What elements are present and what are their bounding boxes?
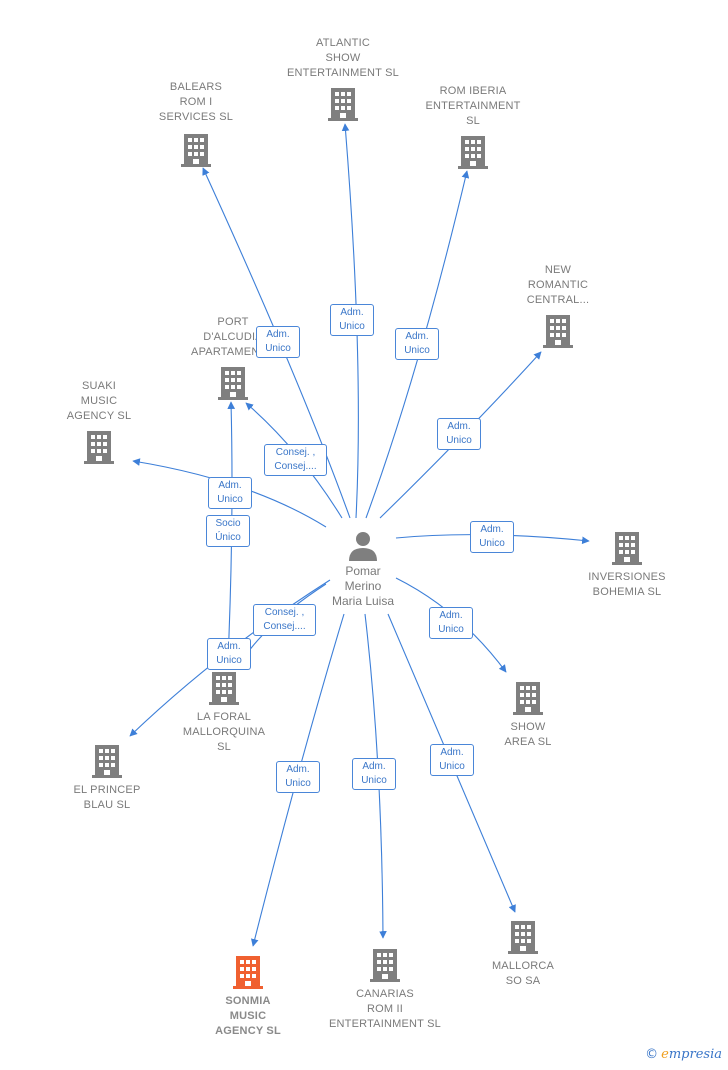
node-label: CANARIAS ROM II ENTERTAINMENT SL bbox=[329, 988, 441, 1030]
building-icon-highlighted bbox=[233, 956, 263, 989]
relation-badge[interactable]: Adm. Unico bbox=[207, 638, 251, 670]
building-icon bbox=[513, 682, 543, 715]
building-icon bbox=[458, 136, 488, 169]
node-label: MALLORCA SO SA bbox=[491, 960, 555, 987]
building-icon bbox=[612, 532, 642, 565]
person-icon bbox=[349, 532, 377, 561]
relation-badge[interactable]: Adm. Unico bbox=[208, 477, 252, 509]
node-la-foral[interactable]: LA FORAL MALLORQUINA SL bbox=[144, 670, 304, 755]
person-name: Pomar Merino Maria Luisa bbox=[331, 564, 395, 608]
relation-badge[interactable]: Adm. Unico bbox=[429, 607, 473, 639]
building-icon bbox=[328, 88, 358, 121]
relation-badge[interactable]: Adm. Unico bbox=[330, 304, 374, 336]
brand-initial: e bbox=[661, 1047, 669, 1062]
relation-badge[interactable]: Socio Único bbox=[206, 515, 250, 547]
node-canarias[interactable]: CANARIAS ROM II ENTERTAINMENT SL bbox=[305, 947, 465, 1032]
node-balears[interactable]: BALEARS ROM I SERVICES SL bbox=[116, 80, 276, 168]
relation-badge[interactable]: Adm. Unico bbox=[395, 328, 439, 360]
node-port-alcudia[interactable]: PORT D'ALCUDIA APARTAMENT... bbox=[153, 315, 313, 401]
node-rom-iberia[interactable]: ROM IBERIA ENTERTAINMENT SL bbox=[393, 84, 553, 170]
node-label: SUAKI MUSIC AGENCY SL bbox=[66, 380, 132, 422]
building-icon bbox=[92, 745, 122, 778]
relation-badge[interactable]: Adm. Unico bbox=[470, 521, 514, 553]
building-icon bbox=[84, 431, 114, 464]
relation-badge[interactable]: Adm. Unico bbox=[256, 326, 300, 358]
relation-badge[interactable]: Adm. Unico bbox=[437, 418, 481, 450]
copyright-symbol: © bbox=[645, 1047, 659, 1062]
relation-badge[interactable]: Adm. Unico bbox=[430, 744, 474, 776]
center-person-node[interactable]: Pomar Merino Maria Luisa bbox=[300, 530, 426, 609]
edge-balears bbox=[202, 167, 351, 519]
building-icon bbox=[370, 949, 400, 982]
node-new-romantic[interactable]: NEW ROMANTIC CENTRAL... bbox=[478, 263, 638, 349]
node-label: ATLANTIC SHOW ENTERTAINMENT SL bbox=[287, 37, 399, 79]
brand-name: mpresia bbox=[668, 1047, 722, 1062]
node-el-princep[interactable]: EL PRINCEP BLAU SL bbox=[27, 743, 187, 813]
relation-badge[interactable]: Consej. , Consej.... bbox=[253, 604, 316, 636]
node-label: EL PRINCEP BLAU SL bbox=[73, 784, 141, 811]
node-sonmia[interactable]: SONMIA MUSIC AGENCY SL bbox=[168, 954, 328, 1039]
node-label: ROM IBERIA ENTERTAINMENT SL bbox=[425, 85, 521, 127]
node-mallorca[interactable]: MALLORCA SO SA bbox=[443, 919, 603, 989]
node-label: SONMIA MUSIC AGENCY SL bbox=[215, 995, 281, 1037]
building-icon bbox=[209, 672, 239, 705]
relation-badge[interactable]: Consej. , Consej.... bbox=[264, 444, 327, 476]
building-icon bbox=[181, 134, 211, 167]
building-icon bbox=[543, 315, 573, 348]
node-suaki[interactable]: SUAKI MUSIC AGENCY SL bbox=[19, 379, 179, 465]
node-label: INVERSIONES BOHEMIA SL bbox=[588, 571, 666, 598]
node-show-area[interactable]: SHOW AREA SL bbox=[448, 680, 608, 750]
edge-atlantic bbox=[341, 123, 359, 519]
node-label: SHOW AREA SL bbox=[504, 721, 552, 748]
building-icon bbox=[218, 367, 248, 400]
node-inversiones[interactable]: INVERSIONES BOHEMIA SL bbox=[547, 530, 707, 600]
node-label: LA FORAL MALLORQUINA SL bbox=[182, 711, 266, 753]
building-icon bbox=[508, 921, 538, 954]
node-atlantic[interactable]: ATLANTIC SHOW ENTERTAINMENT SL bbox=[263, 36, 423, 122]
brand-logo[interactable]: ©empresia bbox=[645, 1047, 722, 1062]
node-label: NEW ROMANTIC CENTRAL... bbox=[526, 264, 590, 306]
relation-badge[interactable]: Adm. Unico bbox=[352, 758, 396, 790]
node-label: BALEARS ROM I SERVICES SL bbox=[158, 81, 234, 123]
node-label: PORT D'ALCUDIA APARTAMENT... bbox=[191, 316, 275, 358]
relation-badge[interactable]: Adm. Unico bbox=[276, 761, 320, 793]
